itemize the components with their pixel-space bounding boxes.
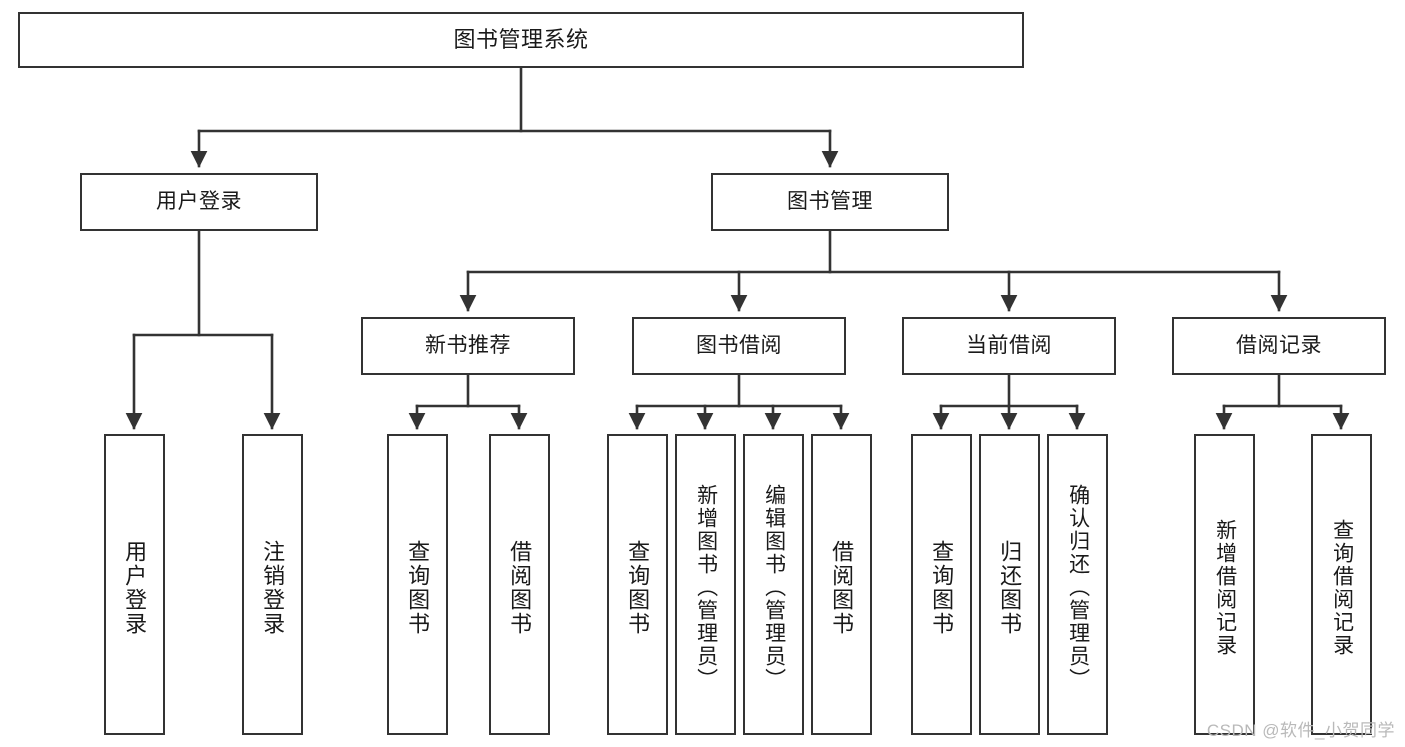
leaf-borrow-borrow-book[interactable]: 借阅图书 [811,434,872,735]
leaf-recommend-borrow-book[interactable]: 借阅图书 [489,434,550,735]
node-new-book-recommend[interactable]: 新书推荐 [361,317,575,375]
node-label: 查询借阅记录 [1330,518,1354,657]
node-label: 查询图书 [929,539,955,636]
node-label: 确认归还（管理员） [1066,484,1090,691]
node-root-system[interactable]: 图书管理系统 [18,12,1024,68]
leaf-current-confirm-return-admin[interactable]: 确认归还（管理员） [1047,434,1108,735]
node-label: 借阅图书 [507,539,533,636]
node-label: 编辑图书（管理员） [762,484,786,691]
leaf-current-return-book[interactable]: 归还图书 [979,434,1040,735]
leaf-user-login[interactable]: 用户登录 [104,434,165,735]
leaf-recommend-query-book[interactable]: 查询图书 [387,434,448,735]
node-label: 新书推荐 [425,333,511,357]
leaf-records-add-record[interactable]: 新增借阅记录 [1194,434,1255,735]
node-borrow-records[interactable]: 借阅记录 [1172,317,1386,375]
leaf-records-query-record[interactable]: 查询借阅记录 [1311,434,1372,735]
node-label: 用户登录 [122,539,148,636]
node-label: 图书管理系统 [453,27,589,53]
leaf-borrow-query-book[interactable]: 查询图书 [607,434,668,735]
node-user-login[interactable]: 用户登录 [80,173,318,231]
node-label: 归还图书 [997,539,1023,636]
node-book-management[interactable]: 图书管理 [711,173,949,231]
node-label: 当前借阅 [966,333,1052,357]
leaf-current-query-book[interactable]: 查询图书 [911,434,972,735]
node-book-borrow[interactable]: 图书借阅 [632,317,846,375]
leaf-user-logout[interactable]: 注销登录 [242,434,303,735]
node-label: 新增借阅记录 [1213,518,1237,657]
node-label: 查询图书 [405,539,431,636]
csdn-watermark: CSDN @软件_小贺同学 [1206,721,1395,740]
node-label: 图书借阅 [696,333,782,357]
node-label: 借阅图书 [829,539,855,636]
node-label: 图书管理 [787,189,873,213]
node-label: 借阅记录 [1236,333,1322,357]
leaf-borrow-add-book-admin[interactable]: 新增图书（管理员） [675,434,736,735]
node-label: 用户登录 [156,189,242,213]
leaf-borrow-edit-book-admin[interactable]: 编辑图书（管理员） [743,434,804,735]
node-label: 新增图书（管理员） [694,484,718,691]
node-current-borrow[interactable]: 当前借阅 [902,317,1116,375]
node-label: 注销登录 [260,539,286,636]
node-label: 查询图书 [625,539,651,636]
